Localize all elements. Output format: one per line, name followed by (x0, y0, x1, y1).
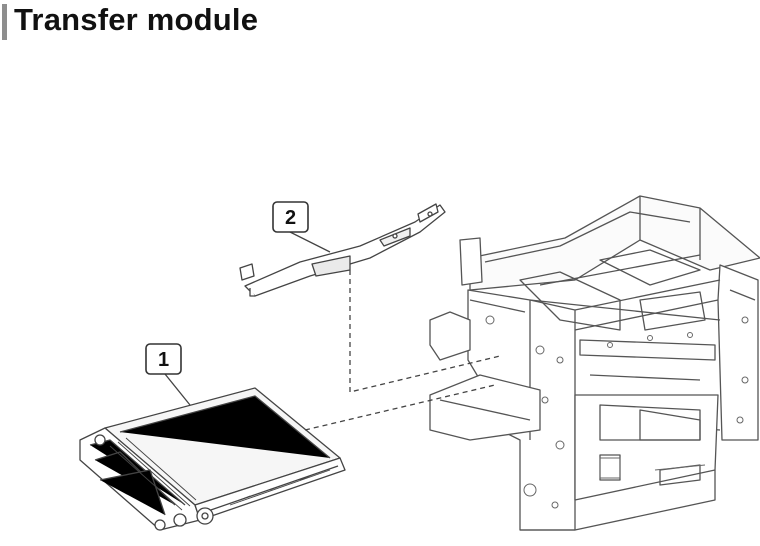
callout-1-box (145, 343, 182, 375)
callout-2: 2 (272, 201, 331, 253)
leader-part-2 (349, 270, 501, 393)
leader-lines (304, 270, 501, 431)
callout-1-label: 1 (158, 349, 169, 371)
leader-part-1 (304, 384, 496, 431)
page-title: Transfer module (14, 2, 259, 37)
callout-2-label: 2 (285, 207, 296, 229)
part-2-bracket (239, 203, 446, 297)
part-1-transfer-module (79, 387, 346, 531)
callout-2-box (272, 201, 309, 233)
callout-1: 1 (145, 343, 191, 406)
title-accent-bar (2, 4, 7, 40)
frame-details (485, 315, 749, 509)
printer-frame (429, 195, 760, 531)
